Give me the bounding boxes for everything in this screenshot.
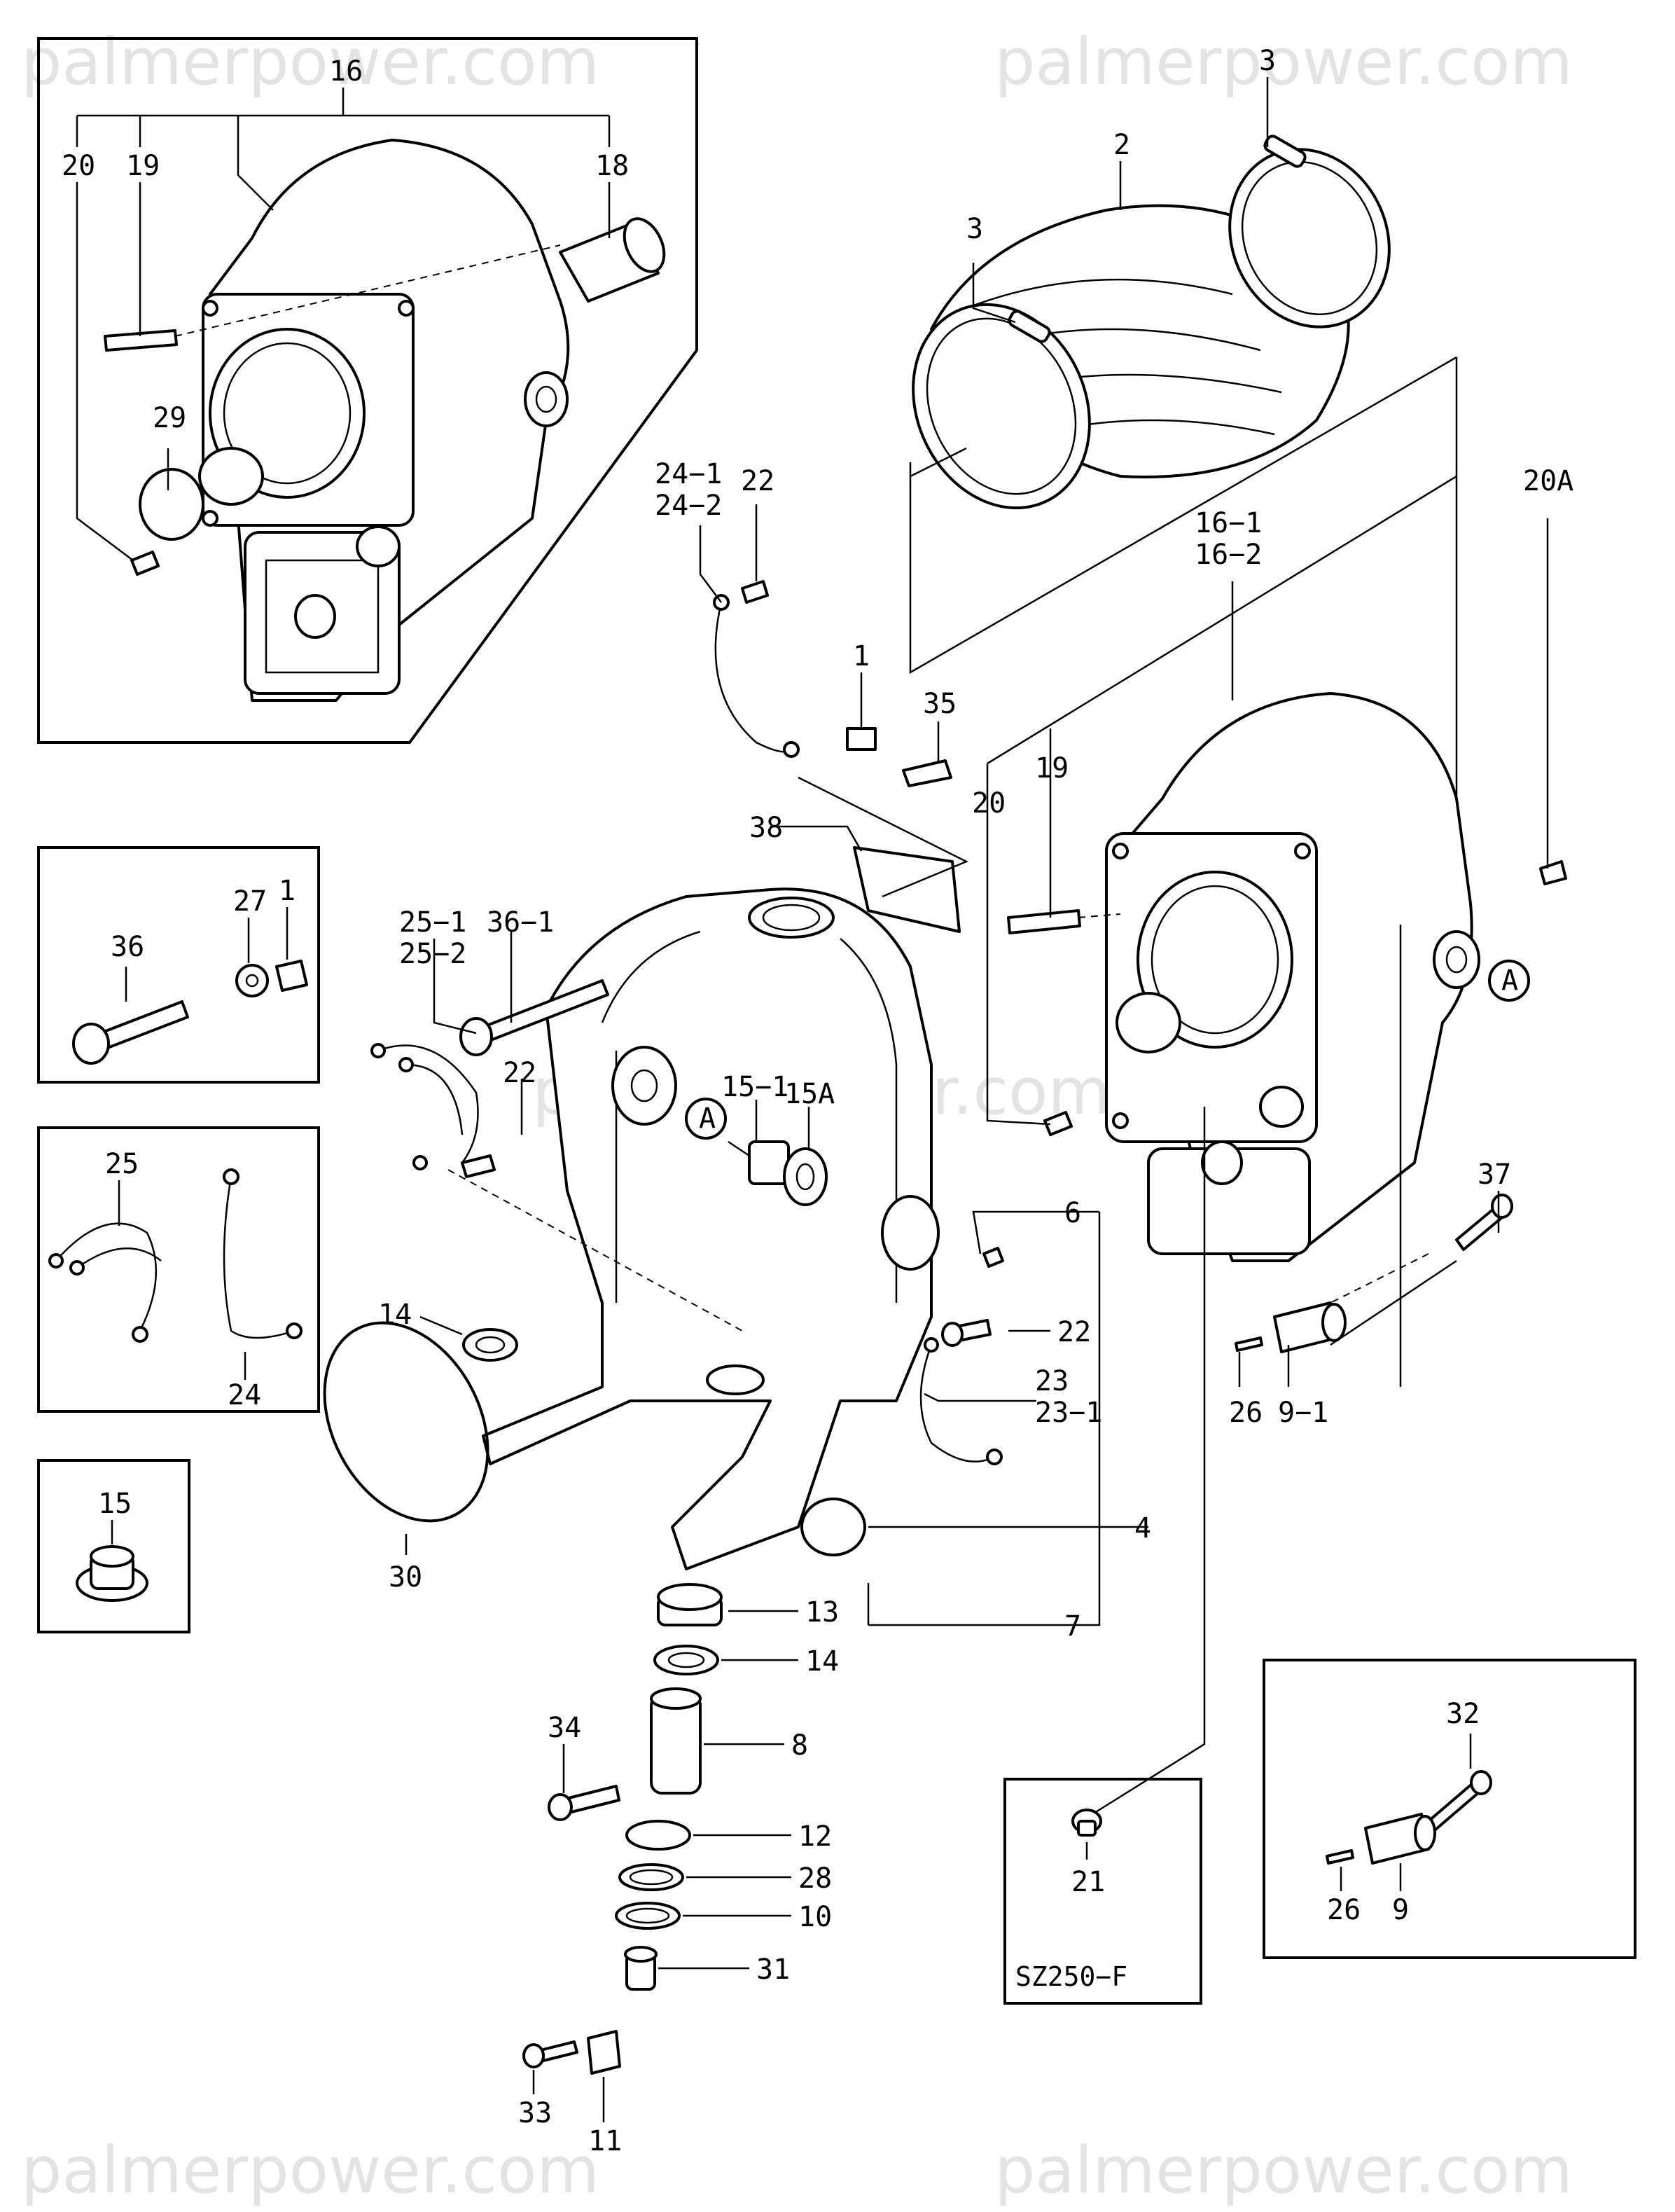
detail-box-pin-variant bbox=[1263, 1659, 1636, 1959]
plug-21-drawing bbox=[1071, 1809, 1102, 1837]
callout-24-2-top: 24−2 bbox=[655, 490, 722, 522]
callout-6: 6 bbox=[1064, 1197, 1081, 1229]
callout-15-1: 15−1 bbox=[721, 1071, 788, 1103]
callout-15-box: 15 bbox=[98, 1488, 132, 1520]
callout-14-lower: 14 bbox=[805, 1645, 839, 1678]
callout-15A: 15A bbox=[784, 1078, 835, 1110]
callout-A-right: A bbox=[1501, 965, 1518, 997]
callout-13: 13 bbox=[805, 1596, 839, 1629]
bushing-drawing bbox=[76, 1545, 148, 1602]
watermark-bottom-left: palmerpower.com bbox=[21, 2133, 599, 2208]
callout-29: 29 bbox=[153, 402, 186, 434]
callout-25-1: 25−1 bbox=[399, 906, 466, 939]
center-top-leaders bbox=[699, 504, 969, 898]
callout-36: 36 bbox=[111, 931, 144, 963]
detail-box-ground-wires bbox=[37, 1126, 320, 1413]
callout-1-box: 1 bbox=[279, 875, 296, 907]
lower-stack-leaders bbox=[532, 1610, 798, 2122]
callout-34: 34 bbox=[548, 1712, 581, 1744]
detail-box-bolt-nut bbox=[37, 846, 320, 1084]
callout-27: 27 bbox=[233, 885, 267, 918]
callout-1: 1 bbox=[853, 640, 870, 672]
callout-19-right: 19 bbox=[1035, 752, 1069, 784]
gimbal-housing-leaders bbox=[433, 932, 1148, 1626]
lower-stack-drawing bbox=[522, 1583, 723, 2075]
callout-26-box: 26 bbox=[1327, 1894, 1361, 1926]
right-small-parts-leaders bbox=[924, 1191, 1500, 1402]
detail-box-leaders bbox=[76, 88, 611, 561]
right-housing-leaders bbox=[986, 475, 1549, 1816]
callout-24-box: 24 bbox=[228, 1379, 261, 1411]
bellows-leaders bbox=[909, 77, 1458, 911]
callout-20-top-left: 20 bbox=[62, 150, 95, 182]
model-label: SZ250−F bbox=[1015, 1961, 1127, 1992]
callout-3-top: 3 bbox=[1259, 45, 1276, 77]
callout-20-right: 20 bbox=[972, 787, 1006, 820]
center-top-parts-drawing bbox=[713, 580, 961, 933]
callout-21: 21 bbox=[1071, 1866, 1105, 1898]
bellows-assembly-drawing bbox=[912, 134, 1391, 510]
bolt-nut-drawing bbox=[72, 960, 308, 1065]
callout-14-left: 14 bbox=[378, 1299, 412, 1331]
reference-mark-A-left bbox=[685, 1098, 727, 1140]
callout-22-left: 22 bbox=[503, 1057, 536, 1089]
callout-26-right: 26 bbox=[1229, 1397, 1263, 1429]
o-ring-and-washer-drawing bbox=[323, 1321, 518, 1523]
callout-9: 9 bbox=[1392, 1894, 1409, 1926]
callout-35: 35 bbox=[923, 688, 957, 720]
callout-A-left: A bbox=[699, 1102, 716, 1135]
ground-wires-box-leaders bbox=[118, 1180, 246, 1380]
callout-3-mid: 3 bbox=[966, 213, 983, 245]
callout-16-2: 16−2 bbox=[1195, 539, 1262, 571]
callout-30: 30 bbox=[389, 1561, 422, 1594]
callout-25-box: 25 bbox=[105, 1148, 139, 1180]
callout-11: 11 bbox=[588, 2125, 622, 2157]
callout-18: 18 bbox=[595, 150, 629, 182]
callout-32: 32 bbox=[1446, 1698, 1480, 1730]
right-housing-drawing bbox=[1007, 692, 1567, 1262]
detail-box-housing-variant bbox=[37, 37, 698, 744]
watermark-top-right: palmerpower.com bbox=[994, 25, 1573, 99]
callout-31: 31 bbox=[756, 1954, 790, 1986]
callout-16-1: 16−1 bbox=[1195, 507, 1262, 539]
callout-23-1: 23−1 bbox=[1035, 1397, 1102, 1429]
callout-16: 16 bbox=[329, 55, 363, 88]
callout-12: 12 bbox=[798, 1820, 832, 1853]
housing-variant-drawing bbox=[104, 139, 666, 702]
ground-wires-box-drawing bbox=[48, 1168, 303, 1343]
watermark-top-left: palmerpower.com bbox=[21, 25, 599, 99]
callout-22-top: 22 bbox=[741, 465, 774, 497]
callout-33: 33 bbox=[518, 2097, 552, 2129]
callout-4: 4 bbox=[1134, 1512, 1151, 1544]
ground-wire-25-drawing bbox=[370, 1043, 496, 1178]
pin-variant-drawing bbox=[1326, 1770, 1492, 1865]
callout-28: 28 bbox=[798, 1862, 832, 1895]
gimbal-housing-drawing bbox=[459, 887, 940, 1570]
watermark-bottom-right: palmerpower.com bbox=[994, 2133, 1573, 2208]
callout-37: 37 bbox=[1478, 1159, 1511, 1191]
callout-20A: 20A bbox=[1523, 465, 1573, 497]
callout-19-top-left: 19 bbox=[126, 150, 160, 182]
detail-box-bushing bbox=[37, 1459, 190, 1633]
bolt-nut-leaders bbox=[125, 907, 289, 1002]
callout-9-1: 9−1 bbox=[1278, 1397, 1328, 1429]
right-small-parts-drawing bbox=[919, 1194, 1513, 1465]
callout-10: 10 bbox=[798, 1901, 832, 1933]
callout-38: 38 bbox=[749, 812, 783, 844]
o-ring-leaders bbox=[405, 1315, 463, 1555]
callout-25-2: 25−2 bbox=[399, 938, 466, 970]
callout-23: 23 bbox=[1035, 1365, 1069, 1397]
callout-24-1-top: 24−1 bbox=[655, 458, 722, 490]
callout-2: 2 bbox=[1113, 129, 1130, 161]
detail-box-model-variant bbox=[1003, 1778, 1202, 2005]
callout-8: 8 bbox=[791, 1729, 808, 1762]
callout-22-right: 22 bbox=[1057, 1316, 1091, 1348]
callout-7: 7 bbox=[1064, 1610, 1081, 1643]
pin-variant-leaders bbox=[1340, 1734, 1472, 1891]
callout-36-1: 36−1 bbox=[487, 906, 554, 939]
